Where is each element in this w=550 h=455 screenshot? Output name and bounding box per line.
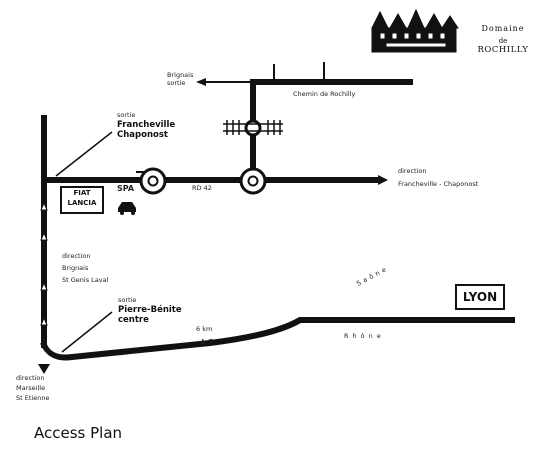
label-rhone: Rhône: [344, 332, 385, 340]
estate-name-line1: Domaine: [481, 24, 525, 33]
label-motorway-dist: 6 km: [196, 325, 213, 333]
label-spa: SPA: [117, 184, 135, 193]
label-north-ramp: Brignais sortie: [167, 71, 194, 87]
label-sortie-pierre: Pierre-Bénite centre: [118, 305, 182, 325]
label-motorway: A 7: [200, 338, 214, 347]
lyon-sign: LYON: [455, 284, 505, 310]
lyon-label: LYON: [462, 290, 498, 304]
fiat-lancia-label: FIAT LANCIA: [67, 189, 97, 207]
label-direction-south: direction Marseille St Etienne: [16, 374, 50, 402]
road-a7: [40, 317, 515, 361]
label-direction: direction: [398, 167, 427, 175]
label-sortie-francheville-small: sortie: [117, 111, 136, 119]
label-sortie-francheville: Francheville Chaponost: [117, 120, 176, 140]
label-direction-dest: Francheville - Chaponost: [398, 180, 479, 188]
map-caption: Access Plan: [34, 424, 123, 442]
railway-crossing: [223, 120, 283, 135]
roundabout-spa: [139, 167, 167, 195]
estate-name-line3: ROCHILLY: [477, 45, 529, 55]
label-direction-west: direction Brignais St Genis Laval: [62, 252, 109, 284]
roundabout-rochilly: [239, 167, 267, 195]
label-road-number: RD 42: [192, 184, 212, 192]
arrow-south: [38, 364, 50, 374]
arrow-east: [378, 175, 388, 185]
fiat-lancia-sign: FIAT LANCIA: [60, 186, 104, 214]
label-chemin-rochilly: Chemin de Rochilly: [293, 90, 356, 98]
arrow-west-top: [196, 78, 206, 86]
estate-name: Domaine de ROCHILLY: [468, 24, 538, 55]
car-icon: [118, 202, 136, 215]
roundabout-north: [244, 119, 262, 137]
label-sortie-pierre-small: sortie: [118, 296, 137, 304]
chateau-icon: [371, 8, 459, 53]
estate-name-line2: de: [498, 37, 508, 45]
